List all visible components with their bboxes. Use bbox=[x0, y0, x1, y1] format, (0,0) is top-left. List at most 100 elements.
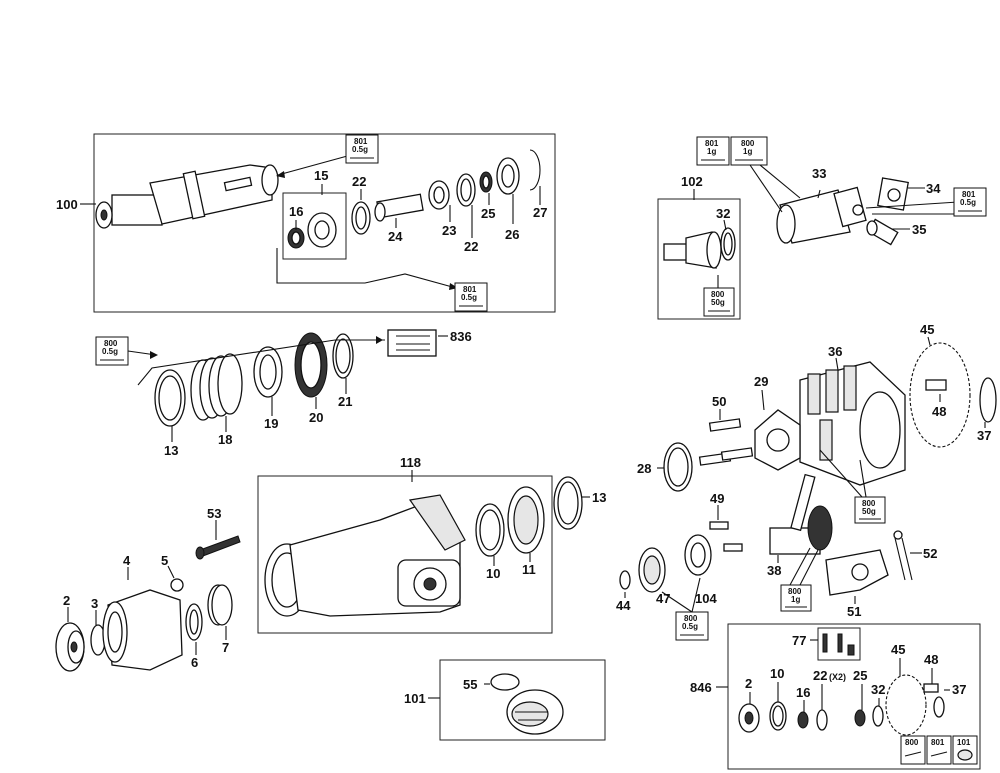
part-52-pin bbox=[893, 530, 913, 581]
kit-part-10 bbox=[769, 701, 787, 731]
lube-tag-9: 800 1g bbox=[780, 584, 812, 612]
part-5-ball bbox=[170, 578, 184, 592]
kit-part-16 bbox=[797, 711, 809, 729]
part-19-sleeve bbox=[253, 346, 283, 398]
callout-47: 47 bbox=[656, 591, 670, 606]
leaders-nose bbox=[67, 520, 227, 655]
part-7-spring bbox=[207, 584, 233, 626]
part-37a-ring bbox=[979, 377, 997, 423]
svg-text:801: 801 bbox=[705, 139, 719, 148]
svg-text:800: 800 bbox=[684, 614, 698, 623]
callout-25: 25 bbox=[481, 206, 495, 221]
callout-27: 27 bbox=[533, 205, 547, 220]
callout-15: 15 bbox=[314, 168, 328, 183]
part-104-bearing bbox=[684, 534, 712, 576]
svg-text:801: 801 bbox=[463, 285, 477, 294]
callout-37a: 37 bbox=[977, 428, 991, 443]
callout-10b: 10 bbox=[770, 666, 784, 681]
part-6-ring bbox=[185, 603, 203, 641]
assembly-box-101 bbox=[439, 659, 606, 741]
callout-13a: 13 bbox=[164, 443, 178, 458]
svg-text:0.5g: 0.5g bbox=[352, 145, 368, 154]
part-22a-washer bbox=[351, 201, 371, 235]
part-102 bbox=[663, 231, 722, 269]
svg-text:800: 800 bbox=[741, 139, 755, 148]
svg-text:1g: 1g bbox=[743, 147, 752, 156]
leaders-102 bbox=[693, 164, 959, 290]
svg-text:0.5g: 0.5g bbox=[960, 198, 976, 207]
part-35-pin bbox=[866, 218, 899, 246]
part-55-oring bbox=[490, 673, 520, 691]
callout-77: 77 bbox=[792, 633, 806, 648]
part-24-pin bbox=[374, 193, 424, 222]
part-23 bbox=[428, 180, 450, 210]
svg-text:1g: 1g bbox=[707, 147, 716, 156]
part-25 bbox=[479, 171, 493, 193]
part-50-screws bbox=[698, 418, 754, 466]
callout-21: 21 bbox=[338, 394, 352, 409]
part-11-bearing bbox=[507, 486, 545, 554]
callout-45a: 45 bbox=[920, 322, 934, 337]
part-49-screws bbox=[709, 521, 743, 552]
part-21-ring bbox=[332, 333, 354, 379]
part-2a-cap bbox=[55, 622, 85, 672]
lube-tag-1: 801 0.5g bbox=[345, 134, 379, 164]
callout-7: 7 bbox=[222, 640, 229, 655]
assembly-box-846 bbox=[727, 623, 981, 770]
part-77-clips bbox=[822, 633, 855, 656]
kit-part-22 bbox=[816, 709, 828, 731]
svg-text:801: 801 bbox=[962, 190, 976, 199]
callout-118: 118 bbox=[400, 455, 421, 470]
leaders-gearbox bbox=[624, 336, 986, 613]
part-836-clip bbox=[387, 329, 437, 357]
callout-34: 34 bbox=[926, 181, 941, 196]
svg-text:0.5g: 0.5g bbox=[102, 347, 118, 356]
svg-text:0.5g: 0.5g bbox=[461, 293, 477, 302]
callout-2a: 2 bbox=[63, 593, 70, 608]
callout-6: 6 bbox=[191, 655, 198, 670]
part-32a-ring bbox=[720, 227, 736, 261]
leaders-101 bbox=[428, 683, 490, 699]
lube-tag-8: 800 50g bbox=[854, 496, 886, 524]
svg-text:801: 801 bbox=[354, 137, 368, 146]
svg-text:800: 800 bbox=[788, 587, 802, 596]
callout-48a: 48 bbox=[932, 404, 946, 419]
part-20-gear bbox=[294, 332, 328, 398]
callout-19: 19 bbox=[264, 416, 278, 431]
part-13a-ring bbox=[154, 369, 186, 427]
callout-13b: 13 bbox=[592, 490, 606, 505]
callout-2b: 2 bbox=[745, 676, 752, 691]
callout-22-x2-note: (X2) bbox=[829, 672, 846, 682]
part-47-needle-bearing bbox=[638, 547, 666, 593]
callout-102: 102 bbox=[681, 174, 703, 189]
lube-tag-3: 801 1g bbox=[696, 136, 730, 166]
svg-text:800: 800 bbox=[711, 290, 725, 299]
callout-104: 104 bbox=[695, 591, 717, 606]
callout-4: 4 bbox=[123, 553, 131, 568]
callout-55: 55 bbox=[463, 677, 477, 692]
part-101-cap bbox=[506, 689, 564, 735]
lube-tag-5: 801 0.5g bbox=[953, 187, 987, 217]
callout-20: 20 bbox=[309, 410, 323, 425]
lube-tag-10: 800 0.5g bbox=[675, 611, 709, 641]
callout-35: 35 bbox=[912, 222, 926, 237]
part-29-flange bbox=[754, 409, 801, 471]
part-10a-ring bbox=[475, 503, 505, 557]
kit-part-45 bbox=[885, 674, 927, 736]
part-27-ring bbox=[529, 149, 541, 191]
sub-box-77 bbox=[817, 627, 861, 661]
callout-51: 51 bbox=[847, 604, 861, 619]
callout-45b: 45 bbox=[891, 642, 905, 657]
part-16 bbox=[287, 227, 305, 249]
svg-text:50g: 50g bbox=[862, 507, 876, 516]
assembly-box-102 bbox=[657, 198, 741, 320]
part-118-housing bbox=[264, 494, 466, 617]
callout-53: 53 bbox=[207, 506, 221, 521]
callout-50: 50 bbox=[712, 394, 726, 409]
callout-29: 29 bbox=[754, 374, 768, 389]
lube-tag-7: 800 0.5g bbox=[95, 336, 129, 366]
lube-tag-2: 801 0.5g bbox=[454, 282, 488, 312]
callout-33: 33 bbox=[812, 166, 826, 181]
callout-25b: 25 bbox=[853, 668, 867, 683]
part-28-ring bbox=[663, 442, 693, 492]
